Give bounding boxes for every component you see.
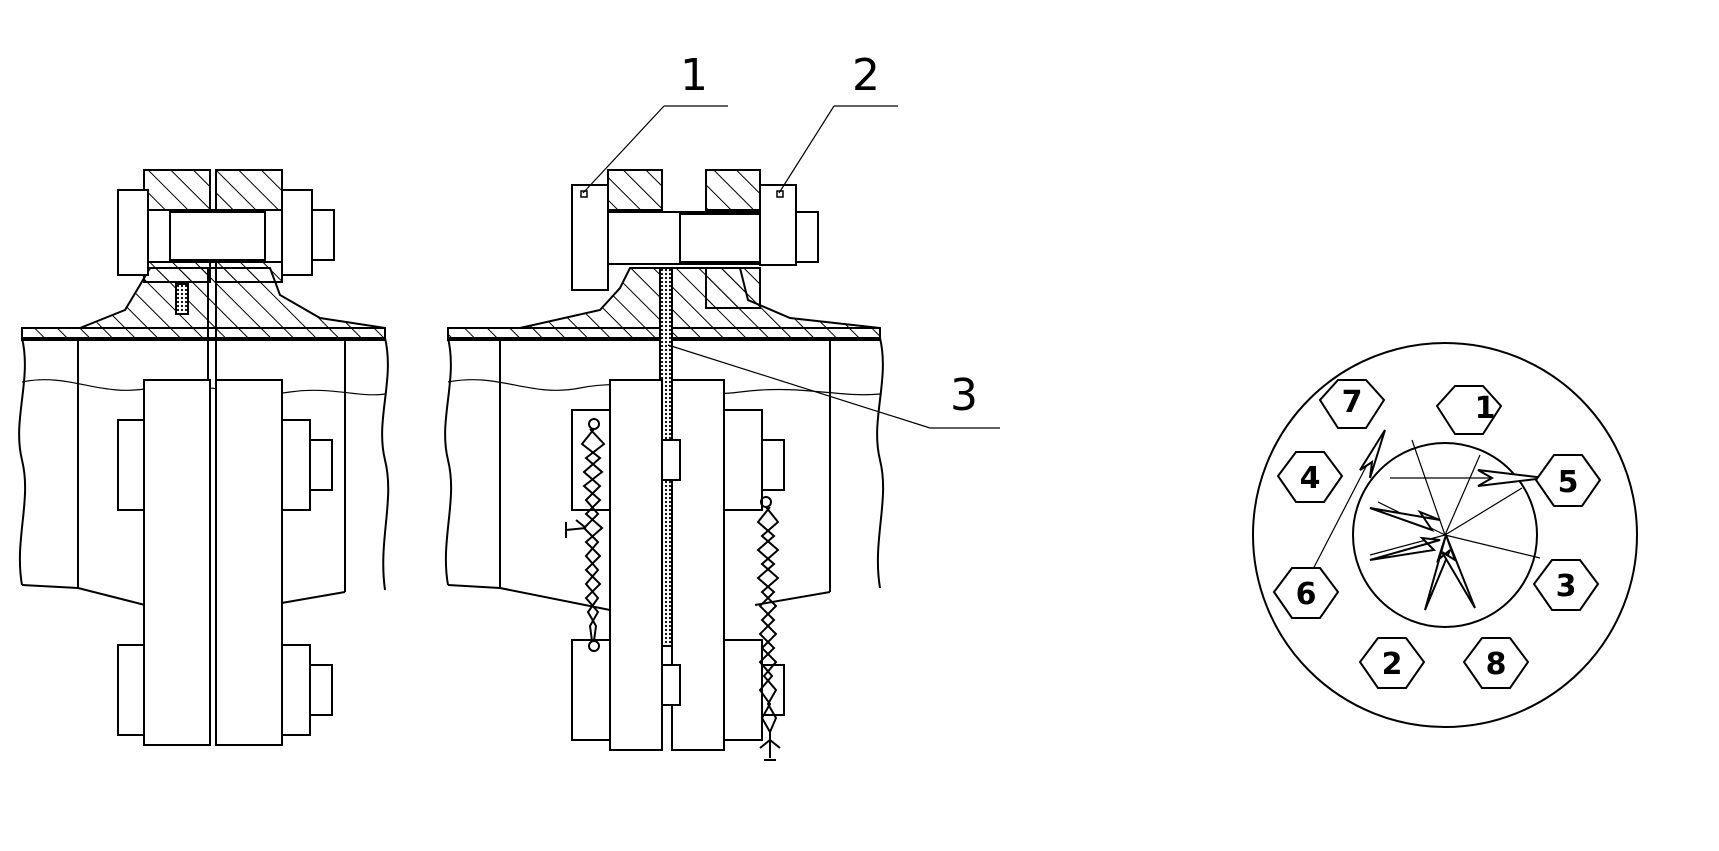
nut-3: 3 [1532, 559, 1600, 611]
sequence-arrows [1359, 429, 1546, 611]
callout-label-3: 3 [950, 370, 978, 421]
nut-6: 6 [1272, 567, 1340, 619]
bolt-tightening-sequence: 1 7 4 5 6 3 2 8 [1252, 342, 1638, 728]
bolt-middle-left [117, 419, 333, 511]
callout-label-2: 2 [852, 50, 880, 101]
nut-5: 5 [1534, 454, 1602, 507]
bolt-bottom-locked [571, 639, 785, 741]
locking-wire-right [756, 496, 781, 761]
flange-plates-left [143, 379, 283, 746]
callout-2: 2 [778, 50, 898, 194]
nut-label-1: 1 [1475, 391, 1496, 426]
nut-label-6: 6 [1296, 577, 1317, 612]
bolt-section-top-middle [571, 169, 819, 309]
bolt-bottom-left [117, 644, 333, 736]
nut-8: 8 [1462, 637, 1530, 689]
nut-label-3: 3 [1556, 569, 1577, 604]
lock-hole-1 [580, 190, 588, 198]
callout-1: 1 [582, 50, 728, 194]
bolt-section-top-left [117, 169, 335, 283]
flange-joint-view-locked: 1 2 3 [444, 50, 1000, 761]
locking-wire-left [565, 418, 606, 652]
flange-outline [1252, 342, 1638, 728]
nut-label-5: 5 [1558, 465, 1579, 500]
callout-label-1: 1 [680, 50, 708, 101]
nut-label-2: 2 [1382, 647, 1403, 682]
nut-label-7: 7 [1342, 385, 1363, 420]
nut-label-8: 8 [1486, 647, 1507, 682]
callout-3: 3 [667, 344, 1000, 429]
nut-1: 1 [1435, 385, 1503, 435]
sequence-star-lines [1309, 429, 1545, 576]
nut-7: 7 [1318, 379, 1386, 429]
flange-joint-view-left [18, 169, 390, 746]
nut-label-4: 4 [1300, 461, 1321, 496]
nut-4: 4 [1276, 451, 1344, 503]
nut-2: 2 [1358, 637, 1426, 689]
bore-circle [1352, 442, 1538, 628]
